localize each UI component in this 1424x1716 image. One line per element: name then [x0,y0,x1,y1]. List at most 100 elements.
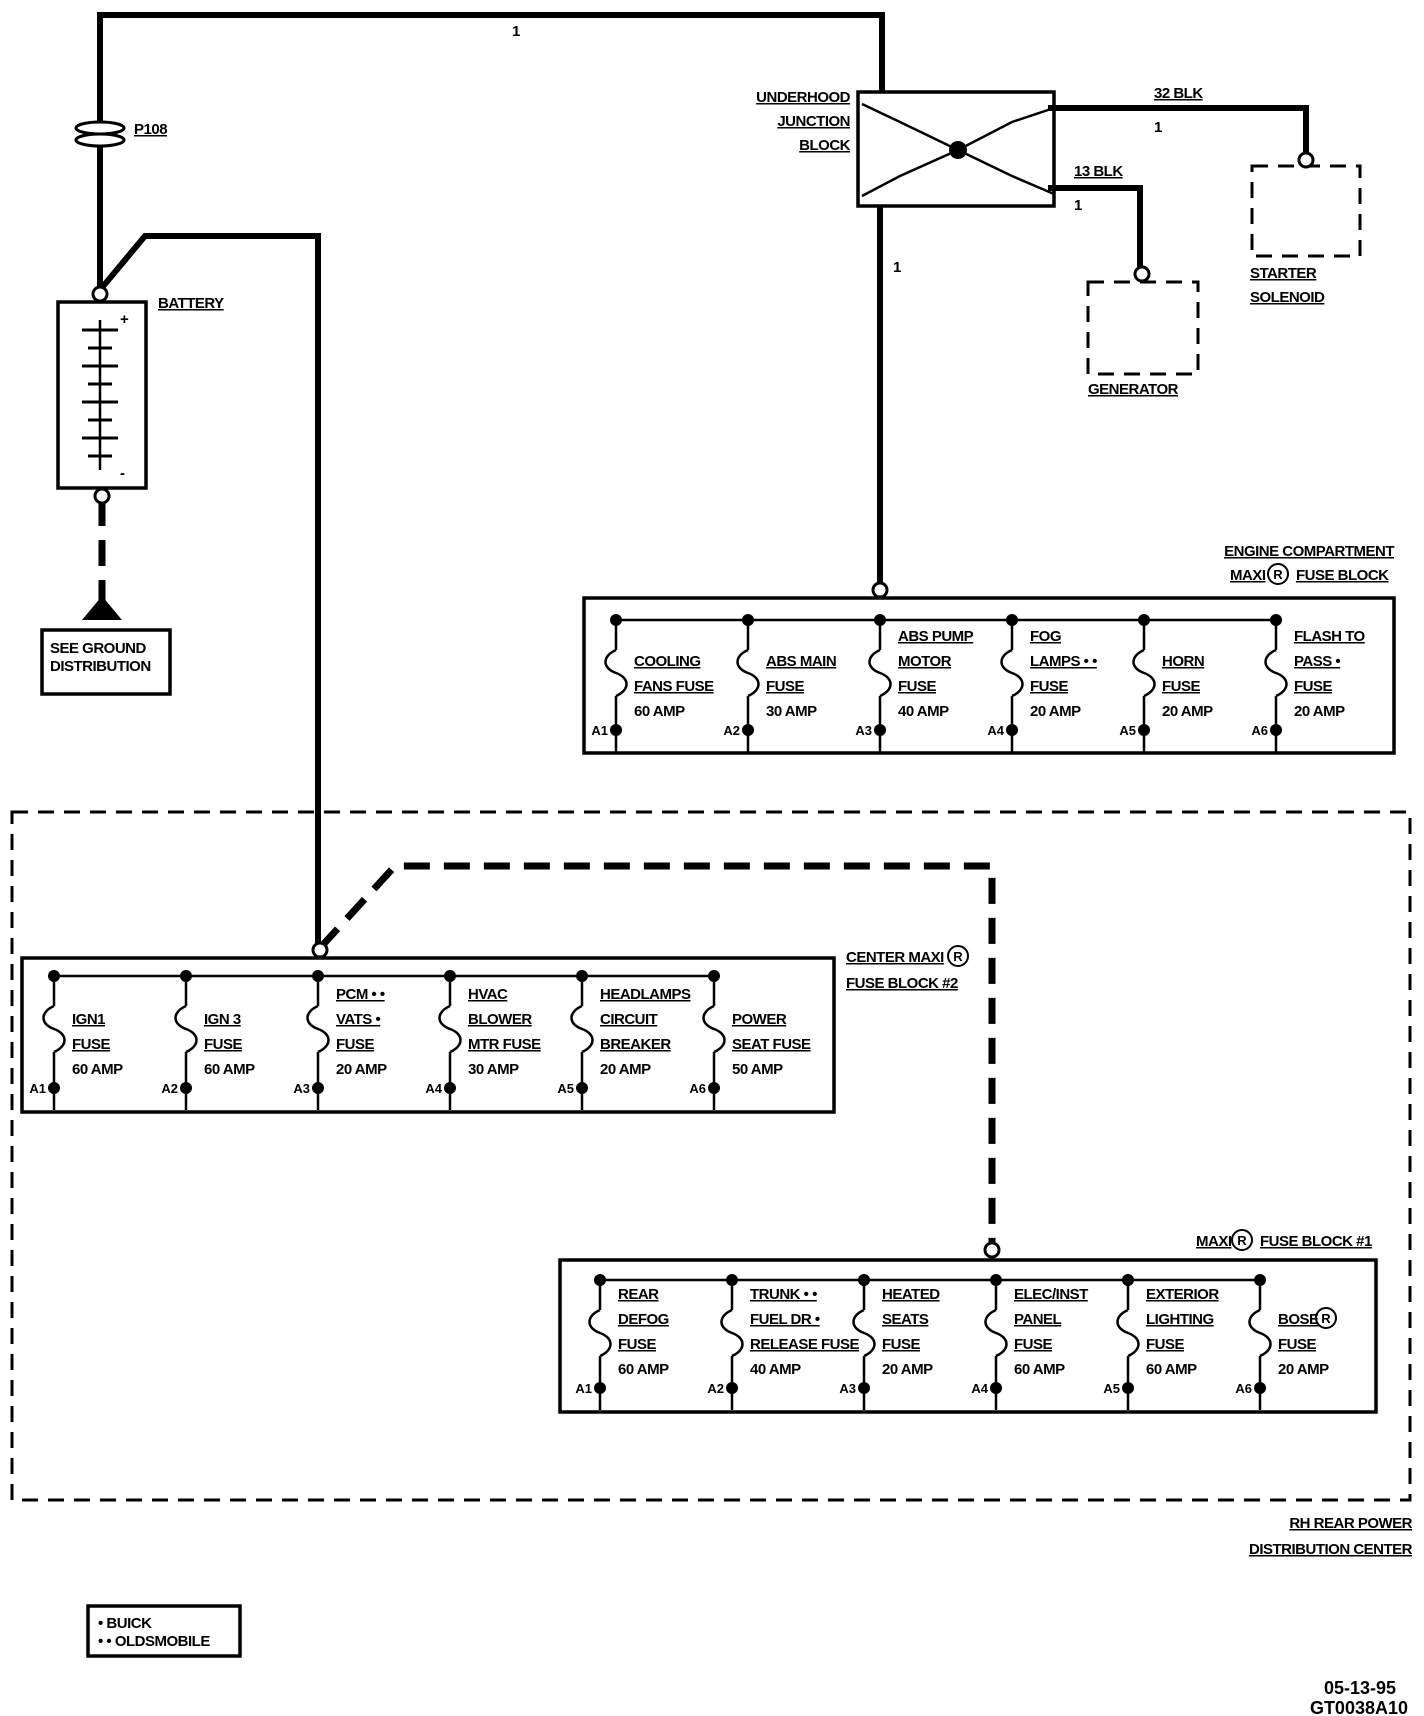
fuse-amp-rating: 60 AMP [72,1061,123,1078]
fuse-label-line: FUSE [766,678,805,695]
fuse-label-line: FUSE [1014,1336,1053,1353]
fuse-icon [1248,1308,1272,1358]
fuse-pin-label: A5 [1119,723,1136,738]
ground-icon [82,596,122,620]
fuse-label-line: PASS • [1294,653,1340,670]
fuse-amp-rating: 20 AMP [600,1061,651,1078]
wire-center-to-maxi1 [317,862,996,1248]
fuse-pin-label: A1 [591,723,608,738]
fuse-amp-rating: 20 AMP [336,1061,387,1078]
fuse-pin-label: A4 [987,723,1004,738]
fuse-icon [868,648,892,698]
fuse-pin-label: A4 [971,1381,988,1396]
fuse-pin-label: A2 [723,723,740,738]
center-block-title1: CENTER MAXI R [846,945,969,967]
fuse-label-line: FUSE [204,1036,243,1053]
fuse-label-line: RELEASE FUSE [750,1336,860,1353]
battery-icon [56,285,148,505]
generator-label: GENERATOR [1088,381,1179,398]
fuse-label-line: CIRCUIT [600,1011,658,1028]
fuse-amp-rating: 50 AMP [732,1061,783,1078]
engine-compartment-fuse-block [582,596,1396,755]
starter-line2: SOLENOID [1250,289,1325,306]
fuse-label-line: PCM • • [336,986,385,1003]
fuse-icon [174,1004,198,1054]
legend-box [86,1604,242,1658]
fuse-label-line: LIGHTING [1146,1311,1214,1328]
starter-wire-number: 1 [1154,119,1162,136]
fuse-icon [702,1004,726,1054]
fuse-pin-label: A6 [1251,723,1268,738]
fuse-icon [604,648,628,698]
wire-battery-to-junction [97,12,885,290]
center-maxi-fuse-block-2 [20,956,836,1114]
fuse-label-line: EXTERIOR [1146,1286,1219,1303]
wire-to-generator [1048,185,1143,270]
fuse-icon [720,1308,744,1358]
rh-rear-line2: DISTRIBUTION CENTER [1249,1541,1413,1558]
battery-minus: - [120,465,125,482]
fuse-icon [1000,648,1024,698]
svg-text:FUSE BLOCK: FUSE BLOCK [1296,567,1389,584]
fuse-icon [1132,648,1156,698]
fuse-label-line: TRUNK • • [750,1286,817,1303]
legend-buick: • BUICK [98,1615,152,1632]
fuse-amp-rating: 40 AMP [898,703,949,720]
p108-connector-icon [74,120,126,148]
fuse-icon [1116,1308,1140,1358]
footer-date: 05-13-95 [1324,1678,1396,1698]
fuse-amp-rating: 20 AMP [1294,703,1345,720]
junction-line2: JUNCTION [777,113,850,130]
junction-line3: BLOCK [799,137,850,154]
svg-text:R: R [1273,567,1283,582]
fuse-label-line: COOLING [634,653,701,670]
fuse-icon [1264,648,1288,698]
ground-line1: SEE GROUND [50,640,147,657]
center-block-title2: FUSE BLOCK #2 [846,975,958,992]
generator-wire-number: 1 [1074,197,1082,214]
fuse-pin-label: A3 [839,1381,856,1396]
generator-icon [1086,265,1200,376]
fuse-amp-rating: 30 AMP [766,703,817,720]
svg-text:R: R [953,949,963,964]
fuse-label-line: FUSE [882,1336,921,1353]
fuse-amp-rating: 60 AMP [1146,1361,1197,1378]
maxi1-block-input-terminal [983,1241,1001,1259]
fuse-label-line: FLASH TO [1294,628,1366,645]
fuse-amp-rating: 60 AMP [1014,1361,1065,1378]
footer-code: GT0038A10 [1310,1698,1408,1716]
wire-junction-number: 1 [893,259,901,276]
fuse-amp-rating: 30 AMP [468,1061,519,1078]
fuse-label-line: FUEL DR • [750,1311,820,1328]
fuse-label-line: LAMPS • • [1030,653,1097,670]
fuse-amp-rating: 20 AMP [1162,703,1213,720]
junction-block-icon [856,90,1056,208]
fuse-amp-rating: 60 AMP [634,703,685,720]
main-wires [97,12,1309,1248]
fuse-label-line: HEADLAMPS [600,986,691,1003]
fuse-pin-label: A2 [161,1081,178,1096]
fuse-label-line: FUSE [336,1036,375,1053]
engine-block-input-terminal [871,581,889,599]
fuse-amp-rating: 40 AMP [750,1361,801,1378]
fuse-icon [306,1004,330,1054]
svg-text:CENTER MAXI: CENTER MAXI [846,949,944,966]
engine-block-title1: ENGINE COMPARTMENT [1224,543,1394,560]
fuse-label-line: ABS PUMP [898,628,974,645]
fuse-icon [42,1004,66,1054]
fuse-label-line: REAR [618,1286,659,1303]
fuse-label-line: BREAKER [600,1036,671,1053]
fuse-pin-label: A3 [855,723,872,738]
fuse-pin-label: A3 [293,1081,310,1096]
engine-block-title2: MAXI R FUSE BLOCK [1230,563,1390,585]
svg-text:FUSE BLOCK #1: FUSE BLOCK #1 [1260,1233,1372,1250]
